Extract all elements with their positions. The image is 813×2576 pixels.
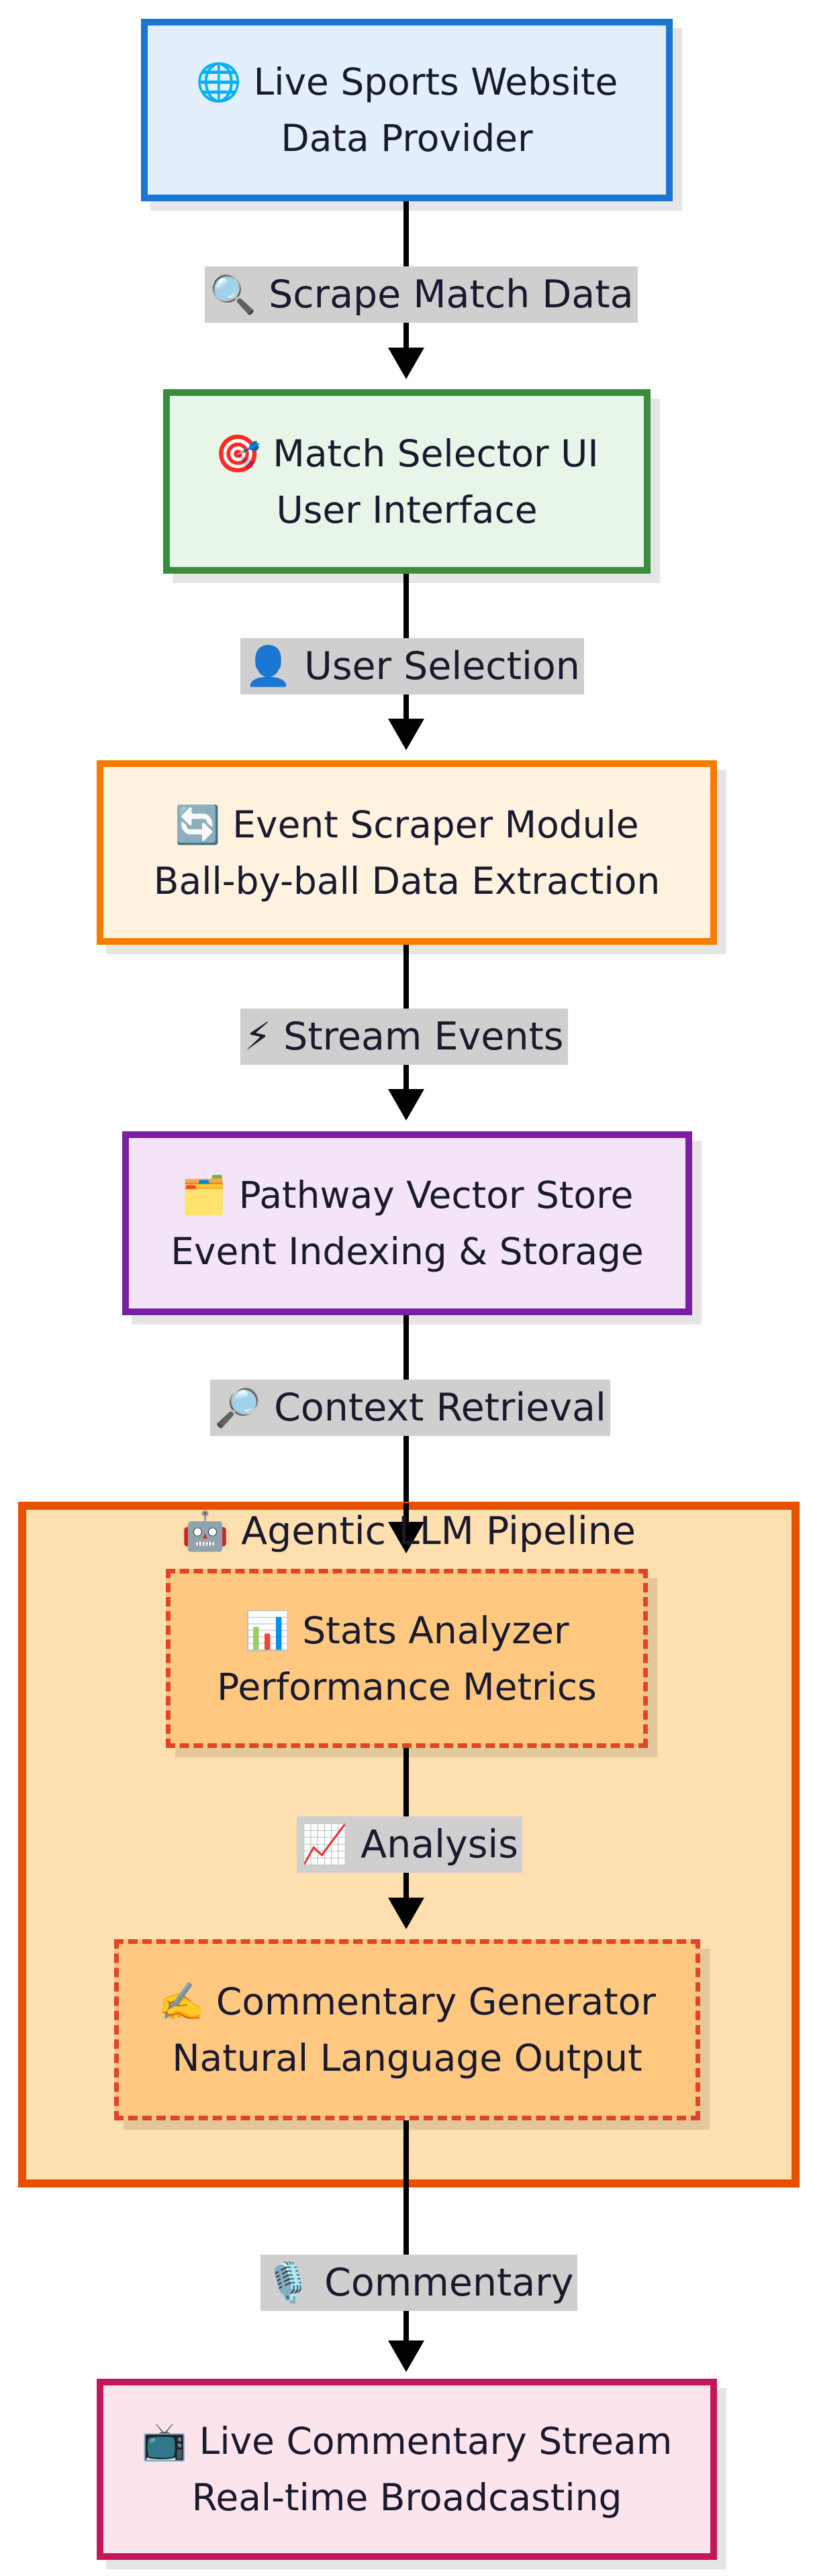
edge-label-text: Stream Events xyxy=(283,1015,564,1059)
card-index-icon: 🗂️ xyxy=(181,1174,228,1217)
node-title: Live Sports Website xyxy=(253,60,618,103)
writing-hand-icon: ✍️ xyxy=(158,1980,205,2023)
node-title: Event Scraper Module xyxy=(232,803,639,846)
node-title: Match Selector UI xyxy=(273,431,599,475)
node-subtitle: Real-time Broadcasting xyxy=(191,2476,622,2519)
trend-chart-icon: 📈 xyxy=(301,1822,348,1867)
robot-icon: 🤖 xyxy=(181,1509,229,1553)
node-title: Live Commentary Stream xyxy=(199,2420,673,2463)
edge-label-analysis: 📈 Analysis xyxy=(297,1816,522,1873)
cluster-title-text: Agentic LLM Pipeline xyxy=(241,1509,636,1553)
node-title: Pathway Vector Store xyxy=(238,1174,634,1217)
arrowhead-commentary xyxy=(388,2340,424,2372)
node-stats-analyzer: 📊 Stats Analyzer Performance Metrics xyxy=(166,1569,648,1748)
node-commentary-generator: ✍️ Commentary Generator Natural Language… xyxy=(114,1939,700,2120)
node-subtitle: User Interface xyxy=(276,488,538,531)
cluster-title: 🤖 Agentic LLM Pipeline xyxy=(181,1503,636,1559)
arrowhead-analysis-inner xyxy=(388,1898,424,1929)
node-subtitle: Data Provider xyxy=(281,117,533,160)
refresh-icon: 🔄 xyxy=(175,803,221,846)
node-title-line: 🌐 Live Sports Website xyxy=(196,54,618,110)
node-title: Stats Analyzer xyxy=(302,1608,569,1652)
node-title-line: 📊 Stats Analyzer xyxy=(244,1602,569,1659)
node-pathway-vector-store: 🗂️ Pathway Vector Store Event Indexing &… xyxy=(122,1131,692,1315)
edge-label-stream-events: ⚡ Stream Events xyxy=(240,1009,568,1065)
node-subtitle: Performance Metrics xyxy=(217,1665,597,1708)
node-subtitle: Ball-by-ball Data Extraction xyxy=(153,859,661,903)
globe-icon: 🌐 xyxy=(195,60,242,103)
magnifier-icon: 🔍 xyxy=(209,272,256,317)
edge-label-commentary: 🎙️ Commentary xyxy=(260,2255,578,2311)
node-subtitle: Natural Language Output xyxy=(172,2037,642,2079)
node-title-line: 🗂️ Pathway Vector Store xyxy=(181,1167,634,1223)
node-title-line: 📺 Live Commentary Stream xyxy=(142,2413,673,2469)
edge-label-text: Commentary xyxy=(324,2261,574,2305)
arrowhead-selection xyxy=(388,719,424,750)
node-event-scraper: 🔄 Event Scraper Module Ball-by-ball Data… xyxy=(97,760,717,945)
node-title-line: 🔄 Event Scraper Module xyxy=(175,796,638,853)
edge-label-retrieval: 🔎 Context Retrieval xyxy=(210,1380,610,1436)
target-icon: 🎯 xyxy=(215,431,261,475)
edge-label-scrape: 🔍 Scrape Match Data xyxy=(205,266,638,323)
arrowhead-retrieval-inner xyxy=(388,1522,424,1553)
edge-label-selection: 👤 User Selection xyxy=(240,638,584,694)
node-match-selector: 🎯 Match Selector UI User Interface xyxy=(163,389,651,574)
node-title-line: 🎯 Match Selector UI xyxy=(215,425,598,482)
node-live-sports-website: 🌐 Live Sports Website Data Provider xyxy=(141,19,673,201)
node-title-line: ✍️ Commentary Generator xyxy=(158,1973,656,2030)
edge-label-text: User Selection xyxy=(304,644,580,688)
television-icon: 📺 xyxy=(141,2420,188,2463)
node-live-commentary-stream: 📺 Live Commentary Stream Real-time Broad… xyxy=(97,2379,717,2560)
arrowhead-scrape xyxy=(388,348,424,379)
node-title: Commentary Generator xyxy=(216,1980,657,2023)
bar-chart-icon: 📊 xyxy=(244,1608,291,1652)
arrowhead-stream-events xyxy=(388,1089,424,1121)
edge-label-text: Analysis xyxy=(361,1822,518,1867)
edge-label-text: Scrape Match Data xyxy=(269,272,634,317)
magnifier-right-icon: 🔎 xyxy=(214,1386,262,1430)
user-icon: 👤 xyxy=(244,644,292,688)
lightning-icon: ⚡ xyxy=(244,1015,272,1059)
edge-label-text: Context Retrieval xyxy=(274,1386,606,1430)
node-subtitle: Event Indexing & Storage xyxy=(171,1230,644,1273)
microphone-icon: 🎙️ xyxy=(265,2261,312,2305)
